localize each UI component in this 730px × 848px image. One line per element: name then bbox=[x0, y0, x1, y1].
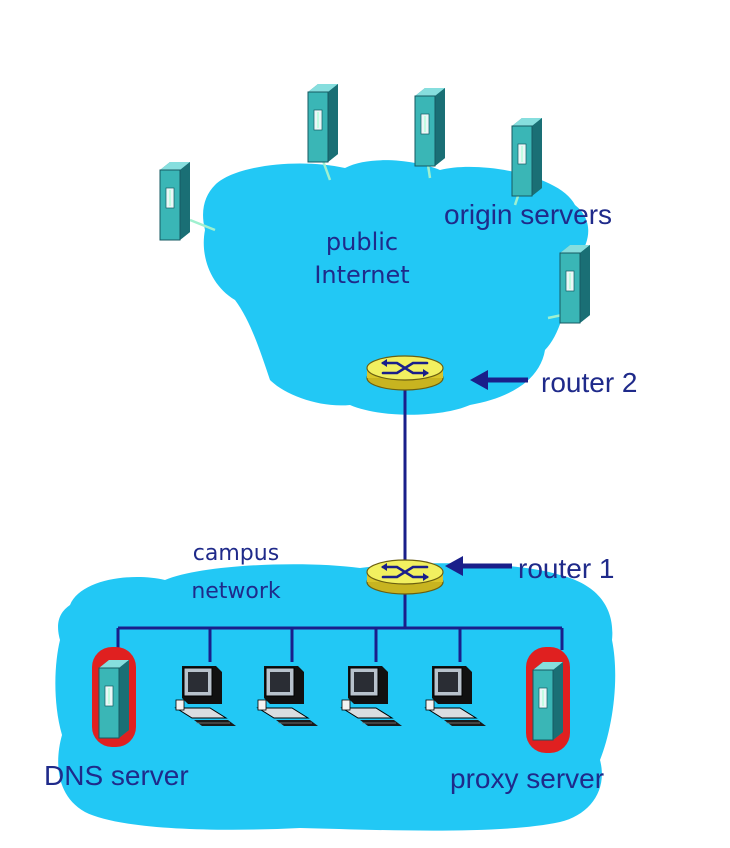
router-2-label: router 2 bbox=[541, 367, 638, 398]
network-label: network bbox=[191, 579, 281, 604]
internet-label: Internet bbox=[314, 261, 409, 289]
campus-label: campus bbox=[193, 541, 279, 566]
dns-server-highlight bbox=[92, 647, 136, 747]
router-1-label: router 1 bbox=[518, 553, 615, 584]
dns-server-icon bbox=[98, 659, 130, 739]
origin-servers-label: origin servers bbox=[444, 199, 612, 230]
origin-server-icon bbox=[159, 161, 191, 241]
router-1-icon bbox=[365, 558, 445, 596]
campus-network-cloud bbox=[55, 563, 616, 831]
origin-server-icon bbox=[414, 87, 446, 167]
origin-server-icon bbox=[559, 244, 591, 324]
public-internet-cloud bbox=[203, 160, 589, 415]
router-2-icon bbox=[365, 354, 445, 392]
router-2-arrow-icon bbox=[470, 370, 528, 390]
dns-server-label: DNS server bbox=[44, 760, 189, 791]
lan-bus bbox=[116, 588, 564, 662]
public-label: public bbox=[326, 228, 398, 256]
origin-server-icon bbox=[511, 117, 543, 197]
router-1-arrow-icon bbox=[445, 556, 512, 576]
proxy-server-highlight bbox=[526, 647, 570, 753]
origin-server-icon bbox=[307, 83, 339, 163]
proxy-server-icon bbox=[532, 661, 564, 741]
proxy-server-label: proxy server bbox=[450, 763, 604, 794]
